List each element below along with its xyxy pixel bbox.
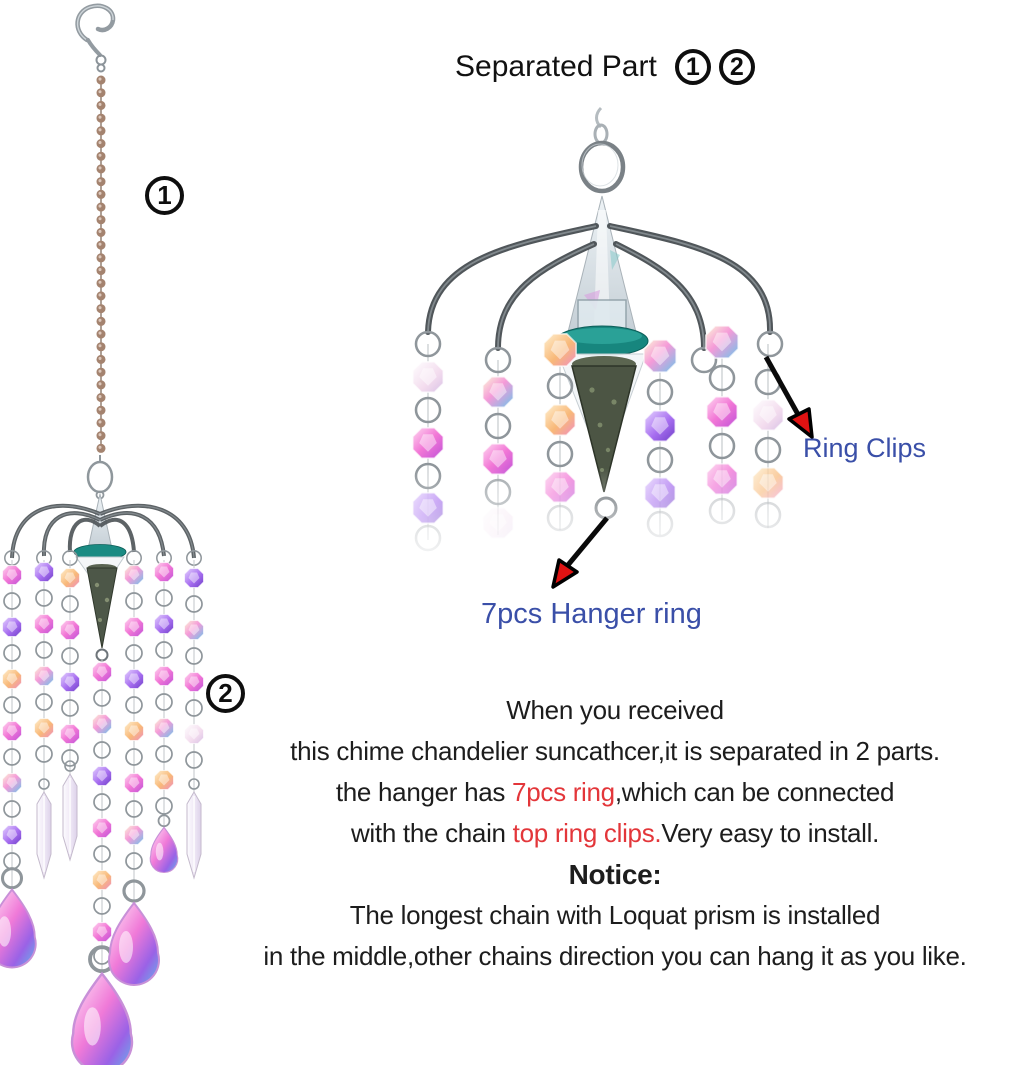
highlight-top-ring-clips: top ring clips.: [512, 818, 662, 848]
ball-chain: [96, 75, 106, 455]
part1-circled-number: 1: [145, 176, 184, 215]
s-hook-icon: [75, 3, 116, 57]
notice-heading: Notice:: [568, 859, 662, 890]
chandelier-part2: [0, 490, 204, 1065]
hanging-chain-part1: [75, 3, 116, 494]
instruction-line-6: in the middle,other chains direction you…: [263, 941, 967, 971]
part2-circled-number: 2: [206, 674, 245, 713]
crystal-strand: [0, 565, 38, 970]
closeup-hanger-photo: [400, 106, 820, 589]
heading-text: Separated Part: [455, 50, 657, 83]
ring-clips-label: Ring Clips: [803, 433, 927, 463]
instruction-line-1: When you received: [506, 695, 724, 725]
instruction-text: When you received this chime chandelier …: [105, 690, 1020, 977]
instruction-line-5: The longest chain with Loquat prism is i…: [349, 900, 881, 930]
arrow-to-hanger-ring: [551, 516, 609, 589]
highlight-7pcs-ring: 7pcs ring: [512, 777, 615, 807]
instruction-line-4: with the chain top ring clips.Very easy …: [350, 818, 880, 848]
circled-number-1-icon: 1: [674, 49, 711, 85]
top-hanging-ring: [578, 140, 626, 194]
hanger-ring-label: 7pcs Hanger ring: [481, 598, 702, 630]
filigree-cone-closeup: [571, 356, 637, 493]
filigree-cone: [86, 564, 118, 649]
arrow-to-ring-clips: [763, 355, 814, 439]
instruction-line-2: this chime chandelier suncathcer,it is s…: [290, 736, 940, 766]
circled-number-2-icon: 2: [718, 49, 755, 85]
separated-part-heading: Separated Part 1 2: [455, 49, 755, 85]
chain-end-ring: [86, 460, 114, 494]
instruction-line-3: the hanger has 7pcs ring,which can be co…: [335, 777, 895, 807]
